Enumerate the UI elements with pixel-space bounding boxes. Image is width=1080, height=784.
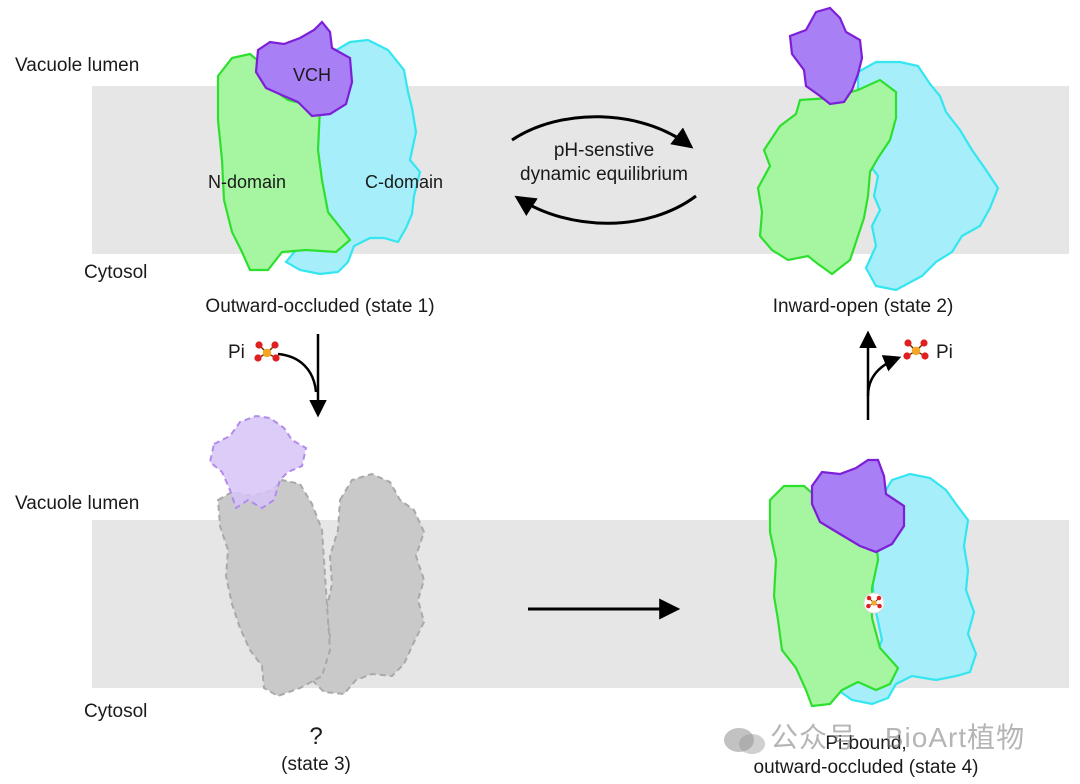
state2-vch — [788, 6, 864, 106]
pi-release-curve — [866, 355, 902, 397]
watermark-text: 公众号 · BioArt植物 — [770, 722, 1026, 753]
state1-vch — [254, 20, 354, 118]
state4-c-domain — [836, 472, 978, 706]
label-c-domain: C-domain — [364, 172, 444, 192]
label-state3: (state 3) — [281, 754, 351, 775]
label-pi-in: Pi — [228, 342, 245, 363]
label-state2: Inward-open (state 2) — [772, 296, 954, 317]
state2-protein — [756, 6, 1000, 292]
state4-protein — [768, 458, 978, 708]
equilibrium-arrow-reverse — [514, 194, 697, 225]
label-cytosol-bottom: Cytosol — [84, 701, 148, 722]
label-cytosol-top: Cytosol — [84, 262, 148, 283]
state3-protein — [208, 414, 426, 698]
state4-vch — [810, 458, 906, 554]
bound-phosphate — [863, 592, 885, 614]
label-state3-question: ? — [309, 723, 323, 750]
label-vacuole-lumen-top: Vacuole lumen — [15, 55, 140, 76]
label-state4-line1: Pi-bound, — [825, 733, 907, 754]
label-vch: VCH — [292, 65, 332, 85]
label-equilibrium-line1: pH-senstive — [553, 140, 655, 161]
state2-n-domain — [756, 78, 898, 276]
label-n-domain: N-domain — [207, 172, 287, 192]
equilibrium-arrow-forward — [511, 115, 694, 149]
state1-protein — [216, 20, 422, 276]
wechat-icon — [724, 728, 765, 754]
state3-domain-left — [216, 478, 332, 698]
label-state4-line2: outward-occluded (state 4) — [753, 757, 979, 778]
free-phosphate-in — [253, 340, 281, 363]
label-vacuole-lumen-bottom: Vacuole lumen — [15, 493, 140, 514]
state3-vch — [208, 414, 308, 510]
label-state1: Outward-occluded (state 1) — [205, 296, 435, 317]
label-pi-out: Pi — [936, 342, 953, 363]
label-equilibrium-line2: dynamic equilibrium — [520, 164, 688, 185]
pi-uptake-curve — [277, 352, 318, 393]
free-phosphate-out — [902, 338, 930, 361]
